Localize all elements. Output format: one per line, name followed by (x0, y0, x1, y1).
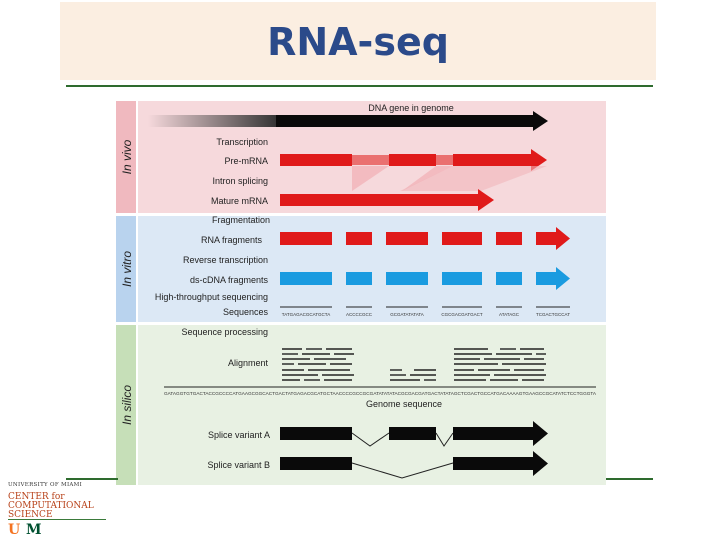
dna-gene-label: DNA gene in genome (368, 103, 454, 113)
variant-b-exon-2 (453, 451, 548, 476)
rna-fragment-2 (346, 232, 372, 245)
cdna-fragment-5 (496, 272, 522, 285)
variant-a-exon-3 (453, 421, 548, 446)
pre-mrna-exon-2 (389, 154, 436, 166)
splice-variant-b-label: Splice variant B (207, 460, 270, 470)
alignment-reads-left (282, 348, 354, 381)
dna-flank (148, 115, 278, 127)
cdna-fragment-3 (386, 272, 428, 285)
bottom-rule-left (66, 478, 118, 480)
variant-a-junction-1 (351, 432, 390, 447)
hts-label: High-throughput sequencing (155, 292, 268, 302)
reverse-transcription-label: Reverse transcription (183, 255, 268, 265)
bottom-rule-right (606, 478, 653, 480)
in-vitro-tab (116, 216, 136, 322)
splice-variant-a-label: Splice variant A (208, 430, 270, 440)
rna-fragment-1 (280, 232, 332, 245)
mature-mrna-arrow (280, 189, 494, 211)
read-seq-4: CGCGACGATGACT (441, 312, 482, 317)
splice-wedge-3 (400, 166, 547, 191)
logo-underline (8, 519, 106, 520)
rna-fragment-5 (496, 232, 522, 245)
alignment-label: Alignment (228, 358, 269, 368)
fragmentation-label: Fragmentation (212, 215, 270, 225)
intron-splicing-label: Intron splicing (212, 176, 268, 186)
transcription-label: Transcription (216, 137, 268, 147)
rna-fragment-4 (442, 232, 482, 245)
variant-a-junction-2 (435, 432, 454, 447)
variant-a-exon-2 (389, 427, 436, 440)
rna-fragments-label: RNA fragments (201, 235, 263, 245)
pre-mrna-intron-1 (352, 155, 389, 165)
read-seq-6: TCGACTGCCAT (536, 312, 570, 317)
mature-mrna-label: Mature mRNA (211, 196, 268, 206)
read-seq-2: ACCCCGCC (346, 312, 373, 317)
cdna-fragment-1 (280, 272, 332, 285)
read-seq-3: GCGATATATATA (390, 312, 424, 317)
slide-title: RNA-seq (267, 20, 449, 64)
logo-university-text: UNIVERSITY OF MIAMI (8, 482, 83, 488)
in-silico-label: In silico (120, 385, 134, 425)
logo-line-1: CENTER for (8, 492, 65, 502)
logo-line-2: COMPUTATIONAL (8, 501, 94, 511)
ds-cdna-label: ds-cDNA fragments (190, 275, 269, 285)
sequence-processing-label: Sequence processing (181, 327, 268, 337)
read-seq-5: ATATAGC (499, 312, 520, 317)
variant-b-exon-1 (280, 457, 352, 470)
rna-fragment-6 (536, 227, 570, 250)
read-seq-1: TATGAGACGCATGCTA (282, 312, 330, 317)
pre-mrna-exon-3 (453, 149, 547, 171)
cdna-fragment-2 (346, 272, 372, 285)
alignment-reads-middle (390, 369, 436, 381)
variant-a-exon-1 (280, 427, 352, 440)
logo-mark-u: U (8, 522, 21, 538)
pre-mrna-exon-1 (280, 154, 352, 166)
pre-mrna-label: Pre-mRNA (224, 156, 268, 166)
university-logo: UNIVERSITY OF MIAMI CENTER for COMPUTATI… (6, 482, 106, 538)
variant-b-junction (351, 462, 454, 479)
cdna-fragment-4 (442, 272, 482, 285)
logo-line-3: SCIENCE (8, 510, 53, 520)
logo-mark-m: M (26, 522, 42, 538)
dna-gene-arrow (276, 111, 548, 131)
pre-mrna-intron-2 (436, 155, 453, 165)
in-vivo-tab (116, 101, 136, 213)
rna-fragment-3 (386, 232, 428, 245)
title-box: RNA-seq (60, 2, 656, 80)
sequences-label: Sequences (223, 307, 269, 317)
genome-sequence-label: Genome sequence (366, 399, 442, 409)
in-vitro-panel (138, 216, 606, 322)
splice-wedge-1 (352, 166, 389, 191)
alignment-reads-right (454, 348, 546, 381)
in-vitro-label: In vitro (120, 251, 134, 287)
cdna-fragment-6 (536, 267, 570, 290)
in-vivo-label: In vivo (120, 139, 134, 174)
genome-string: GATAGGTGTGACTACCGCCCCATGAAGCGGCACTGACTAT… (164, 391, 597, 396)
in-silico-tab (116, 325, 136, 485)
top-rule (66, 85, 653, 87)
